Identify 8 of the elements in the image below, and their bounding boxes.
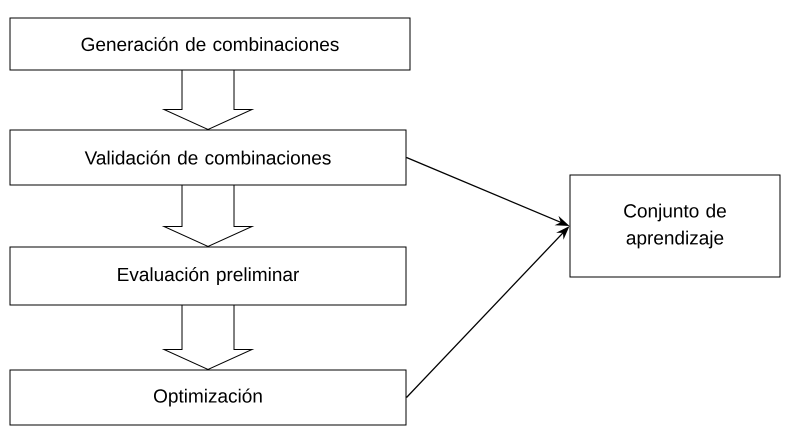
process-box: Generación de combinaciones — [10, 18, 410, 70]
process-box: Optimización — [10, 370, 406, 426]
process-box: Conjunto de aprendizaje — [570, 174, 780, 278]
block-arrow — [162, 70, 254, 130]
process-box: Evaluación preliminar — [10, 246, 406, 306]
process-box: Validación de combinaciones — [10, 130, 406, 186]
block-arrow — [162, 185, 254, 248]
block-arrow — [162, 305, 254, 370]
